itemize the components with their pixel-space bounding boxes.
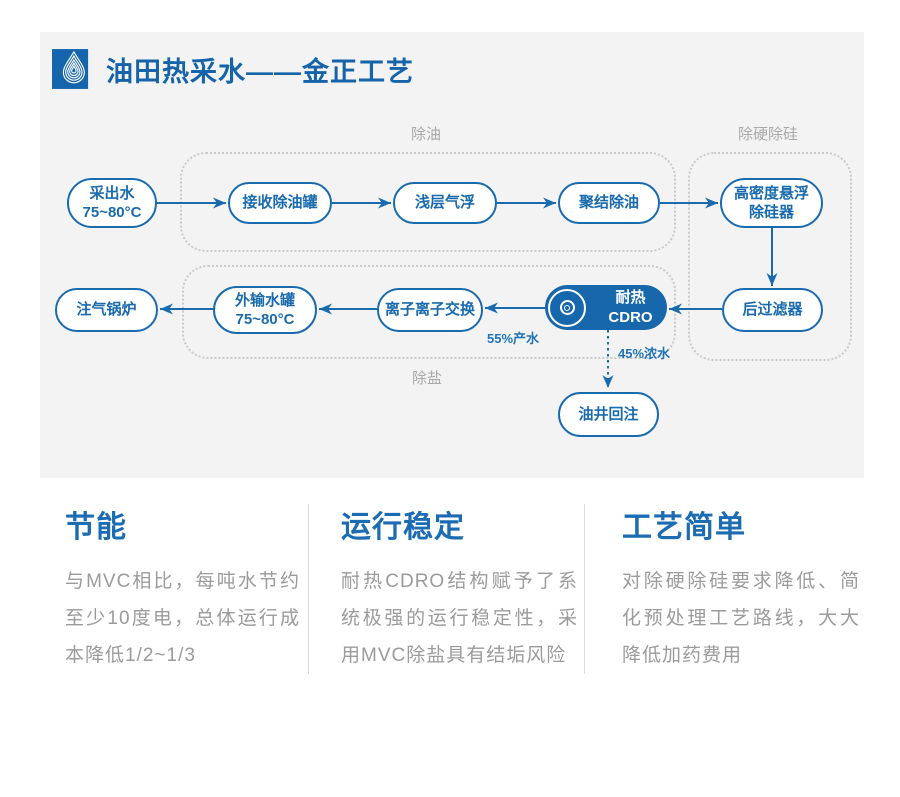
brand-header: 油田热采水——金正工艺 <box>52 48 414 90</box>
feature-title: 节能 <box>65 511 127 544</box>
feature-stable-operation: 运行稳定 耐热CDRO结构赋予了系统极强的运行稳定性，采用MVC除盐具有结垢风险 <box>308 504 584 674</box>
node-well-reinjection: 油井回注 <box>558 392 659 437</box>
label-concentrate: 45%浓水 <box>618 346 671 361</box>
feature-body: 与MVC相比，每吨水节约至少10度电，总体运行成本降低1/2~1/3 <box>65 570 300 666</box>
process-panel: 除油 除硬除硅 除盐 <box>40 32 864 478</box>
node-label: 聚结除油 <box>578 194 639 212</box>
label-product-water: 55%产水 <box>487 331 540 346</box>
page-title: 油田热采水——金正工艺 <box>106 56 414 87</box>
node-post-filter: 后过滤器 <box>722 288 823 332</box>
node-receiving-deoiling-tank: 接收除油罐 <box>228 182 332 224</box>
group-label-desalination: 除盐 <box>411 370 442 387</box>
node-label: 采出水 75~80°C <box>82 184 142 222</box>
node-label: 接收除油罐 <box>242 194 318 212</box>
node-label: 离子离子交换 <box>384 301 475 319</box>
water-drop-logo-icon <box>52 49 89 89</box>
feature-body: 耐热CDRO结构赋予了系统极强的运行稳定性，采用MVC除盐具有结垢风险 <box>341 570 578 666</box>
node-high-density-clarifier: 高密度悬浮 除硅器 <box>720 178 823 228</box>
node-label: 耐热CDRO <box>608 289 653 326</box>
group-label-deoiling: 除油 <box>410 126 441 143</box>
cdro-membrane-icon <box>548 288 586 327</box>
feature-title: 工艺简单 <box>622 511 746 544</box>
group-box-hardness-silica <box>688 152 852 361</box>
node-label: 后过滤器 <box>742 301 803 319</box>
feature-simple-process: 工艺简单 对除硬除硅要求降低、简化预处理工艺路线，大大降低加药费用 <box>584 504 860 674</box>
node-steam-injection-boiler: 注气锅炉 <box>55 288 158 332</box>
feature-body: 对除硬除硅要求降低、简化预处理工艺路线，大大降低加药费用 <box>622 570 860 666</box>
node-produced-water: 采出水 75~80°C <box>67 178 157 228</box>
node-ion-exchange: 离子离子交换 <box>377 288 483 332</box>
node-label: 油井回注 <box>578 405 639 423</box>
feature-columns: 节能 与MVC相比，每吨水节约至少10度电，总体运行成本降低1/2~1/3 运行… <box>65 504 860 674</box>
node-label: 浅层气浮 <box>414 194 475 212</box>
node-shallow-air-flotation: 浅层气浮 <box>393 182 497 224</box>
feature-energy-saving: 节能 与MVC相比，每吨水节约至少10度电，总体运行成本降低1/2~1/3 <box>65 504 308 674</box>
cdro-membrane-ring <box>559 300 575 315</box>
flow-diagram: 除油 除硬除硅 除盐 <box>40 32 864 478</box>
node-label: 外输水罐 75~80°C <box>234 291 295 329</box>
node-cdro: 耐热CDRO <box>545 285 667 330</box>
node-export-water-tank: 外输水罐 75~80°C <box>213 286 317 334</box>
node-label: 高密度悬浮 除硅器 <box>733 184 809 222</box>
cdro-membrane-dot <box>564 304 570 311</box>
node-coalescing-deoiling: 聚结除油 <box>558 182 660 224</box>
group-label-hardness-silica: 除硬除硅 <box>737 126 798 143</box>
node-label: 注气锅炉 <box>76 301 137 319</box>
flow-arrows <box>157 197 778 388</box>
feature-title: 运行稳定 <box>341 511 465 544</box>
